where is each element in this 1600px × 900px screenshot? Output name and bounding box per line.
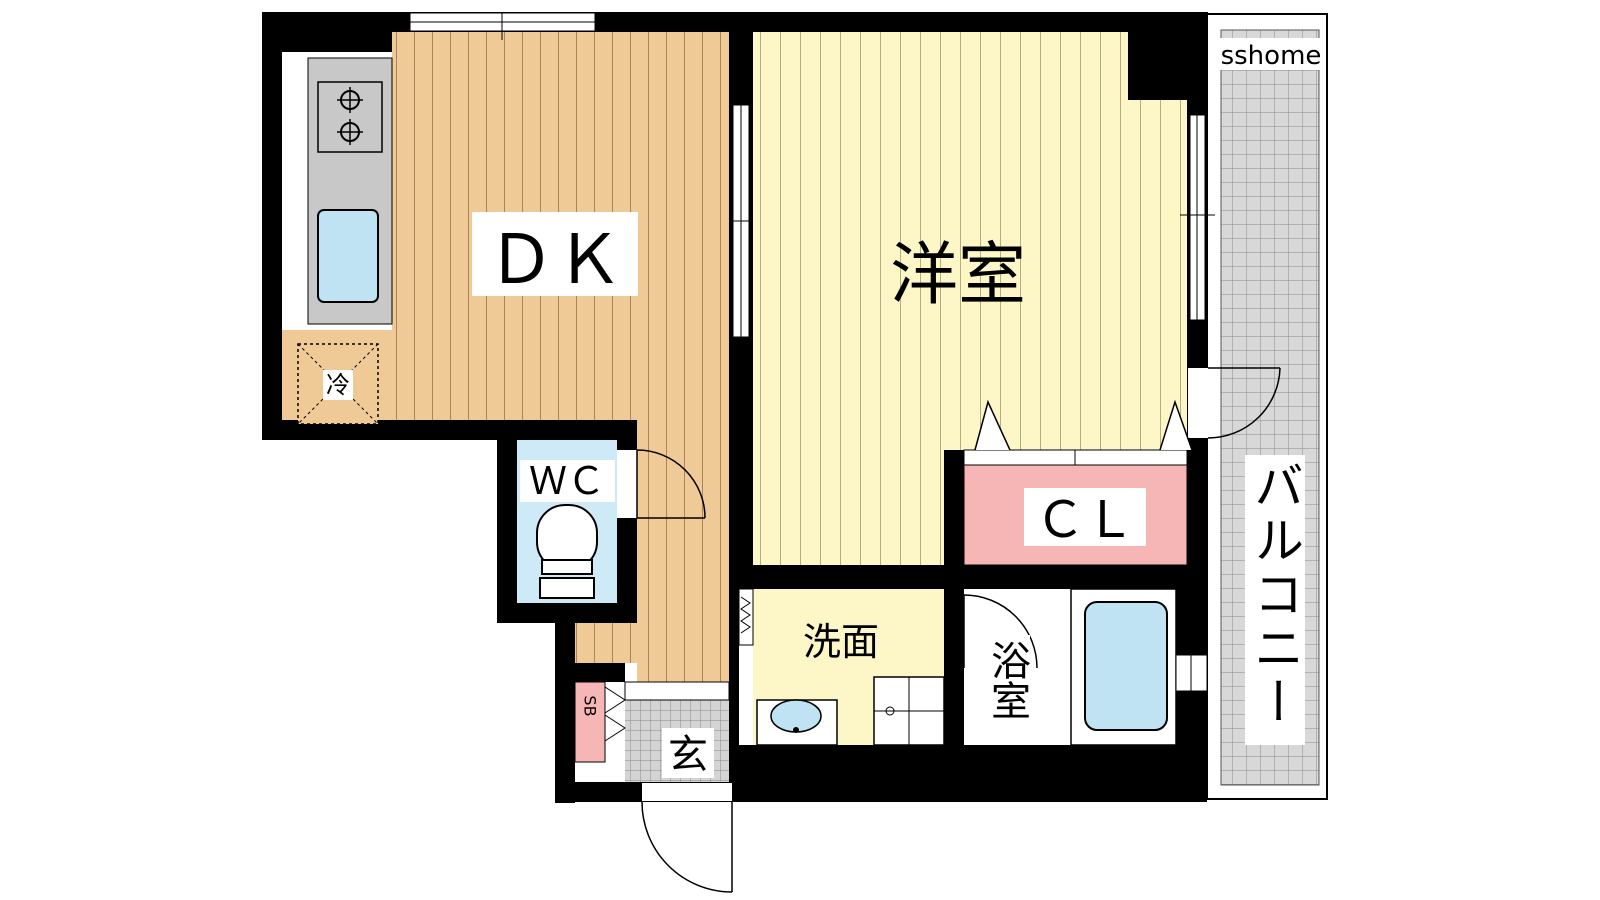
washing-machine-icon — [873, 676, 945, 746]
wc-label: ＷＣ — [529, 459, 605, 503]
interior-window — [732, 104, 753, 338]
dk-window — [409, 12, 596, 40]
balcony-window — [1180, 114, 1215, 321]
dk-floor — [282, 32, 729, 682]
closet-label: ＣＬ — [1035, 491, 1135, 549]
fridge-label: 冷 — [326, 371, 350, 399]
toilet-icon — [536, 504, 598, 599]
washbasin-icon — [756, 699, 838, 746]
watermark: sshome — [1221, 41, 1322, 71]
fridge-space — [297, 343, 379, 425]
western-room-label: 洋室 — [890, 236, 1026, 315]
western-floor — [753, 32, 1187, 565]
bath-door-icon — [963, 594, 1038, 669]
stove-burner-icon — [337, 87, 363, 145]
wc-door-icon — [618, 449, 706, 519]
dk-label: ＤＫ — [487, 221, 623, 300]
balcony-door-icon — [1188, 367, 1281, 439]
entrance-label: 玄 — [668, 732, 708, 778]
entrance-door-icon — [641, 783, 733, 893]
balcony-label: バルコニー — [1246, 460, 1304, 730]
bath-window — [1175, 654, 1208, 692]
sink-icon — [317, 209, 379, 303]
shoebox-label: SB — [581, 695, 600, 716]
bath-label: 浴室 — [984, 640, 1030, 720]
washroom-label: 洗面 — [803, 620, 879, 664]
